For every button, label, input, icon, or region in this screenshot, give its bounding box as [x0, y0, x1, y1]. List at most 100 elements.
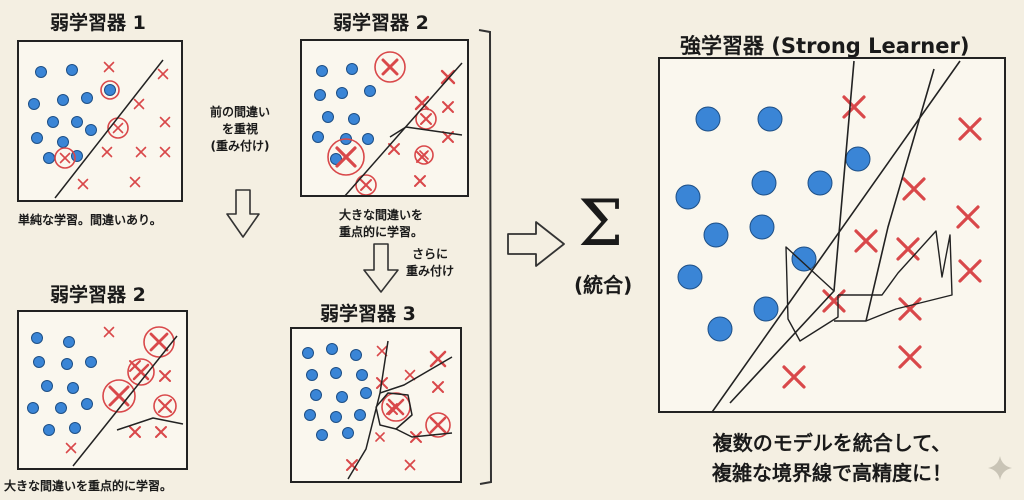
blue-point	[360, 387, 372, 399]
red-cross-point	[414, 95, 430, 111]
strong-learner-panel	[658, 57, 1006, 413]
red-cross-point	[59, 152, 71, 164]
red-cross-point	[135, 146, 147, 158]
blue-point	[749, 214, 775, 240]
red-cross-point	[346, 459, 358, 471]
highlight-ring	[127, 358, 155, 386]
red-cross-point	[442, 101, 454, 113]
red-cross-point	[381, 58, 399, 76]
red-cross-point	[387, 398, 405, 416]
decision-boundary	[116, 417, 184, 431]
highlight-ring	[327, 138, 365, 176]
blue-point	[81, 92, 93, 104]
reweight-line-2: を重視	[221, 122, 258, 136]
red-cross-point	[440, 69, 456, 85]
decision-boundary	[347, 340, 389, 480]
red-cross-point	[432, 381, 444, 393]
highlight-ring	[100, 80, 120, 100]
red-cross-point	[896, 237, 920, 261]
red-cross-point	[375, 432, 385, 442]
red-cross-point	[429, 416, 447, 434]
weak-learner-1-title: 弱学習器 1	[50, 12, 146, 34]
weak-learner-2-bottom-plot	[27, 326, 184, 467]
weak-learner-2-plot	[312, 51, 463, 195]
weak-learner-1-panel	[17, 40, 183, 202]
blue-point	[791, 246, 817, 272]
weak-learner-3-plot	[302, 340, 453, 480]
strong-learner-caption: 複数のモデルを統合して、 複雑な境界線で高精度に！	[658, 428, 1006, 488]
blue-point	[677, 264, 703, 290]
blue-point	[43, 424, 55, 436]
blue-point	[330, 411, 342, 423]
red-cross-point	[101, 146, 113, 158]
blue-point	[31, 132, 43, 144]
weak-learner-2-bottom-panel	[17, 310, 188, 470]
blue-point	[322, 111, 334, 123]
blue-point	[69, 422, 81, 434]
blue-point	[41, 380, 53, 392]
weak-learner-1-plot	[28, 59, 171, 199]
red-cross-point	[420, 113, 432, 125]
red-cross-point	[419, 150, 429, 160]
weak-learner-2-panel	[300, 39, 469, 197]
blue-point	[675, 184, 701, 210]
weak-learner-3-title: 弱学習器 3	[320, 303, 416, 325]
combine-label: (統合)	[574, 273, 633, 297]
red-cross-point	[958, 117, 982, 141]
decision-boundary	[344, 62, 463, 195]
reweight-note: 前の間違い を重視 (重み付け)	[200, 104, 280, 155]
decision-boundary	[375, 392, 413, 430]
more-weight-line-2: 重み付け	[405, 264, 454, 278]
group-bracket	[478, 29, 493, 485]
weak-learner-2-bottom-title: 弱学習器 2	[50, 284, 146, 306]
blue-point	[85, 124, 97, 136]
weak-learner-1-caption: 単純な学習。間違いあり。	[18, 213, 162, 227]
arrow-down-icon	[363, 243, 399, 293]
red-cross-point	[404, 369, 416, 381]
blue-point	[354, 409, 366, 421]
red-cross-point	[103, 61, 115, 73]
decision-boundary	[72, 335, 178, 467]
blue-point	[55, 402, 67, 414]
red-cross-point	[159, 116, 171, 128]
blue-point	[302, 347, 314, 359]
highlight-ring	[102, 379, 136, 413]
blue-point	[362, 133, 374, 145]
weak2-caption-line-2: 重点的に学習。	[338, 225, 423, 239]
red-cross-point	[157, 398, 173, 414]
blue-point	[326, 343, 338, 355]
highlight-ring	[415, 108, 437, 130]
blue-point	[751, 170, 777, 196]
red-cross-point	[898, 345, 922, 369]
blue-point	[356, 369, 368, 381]
red-cross-point	[157, 68, 169, 80]
blue-point	[807, 170, 833, 196]
highlight-ring	[143, 326, 175, 358]
strong-caption-line-2: 複雑な境界線で高精度に！	[712, 461, 952, 485]
red-cross-point	[956, 205, 980, 229]
highlight-ring	[355, 174, 377, 195]
decision-boundary	[785, 246, 839, 342]
red-cross-point	[159, 146, 171, 158]
decision-boundary	[395, 428, 453, 438]
blue-point	[757, 106, 783, 132]
highlight-ring	[374, 51, 406, 83]
blue-point	[67, 382, 79, 394]
red-cross-point	[149, 332, 169, 352]
blue-point	[703, 222, 729, 248]
more-weight-line-1: さらに	[411, 247, 448, 261]
blue-point	[104, 84, 116, 96]
weak-learner-2-title: 弱学習器 2	[333, 12, 429, 34]
blue-point	[66, 64, 78, 76]
arrow-down-icon	[226, 189, 260, 238]
blue-point	[364, 85, 376, 97]
highlight-ring	[414, 145, 434, 165]
decision-boundary	[54, 59, 164, 199]
blue-point	[81, 398, 93, 410]
blue-point	[316, 429, 328, 441]
weak-learner-2-caption: 大きな間違いを 重点的に学習。	[306, 207, 456, 241]
red-cross-point	[65, 442, 77, 454]
decision-boundary	[379, 356, 453, 394]
blue-point	[61, 358, 73, 370]
blue-point	[35, 66, 47, 78]
